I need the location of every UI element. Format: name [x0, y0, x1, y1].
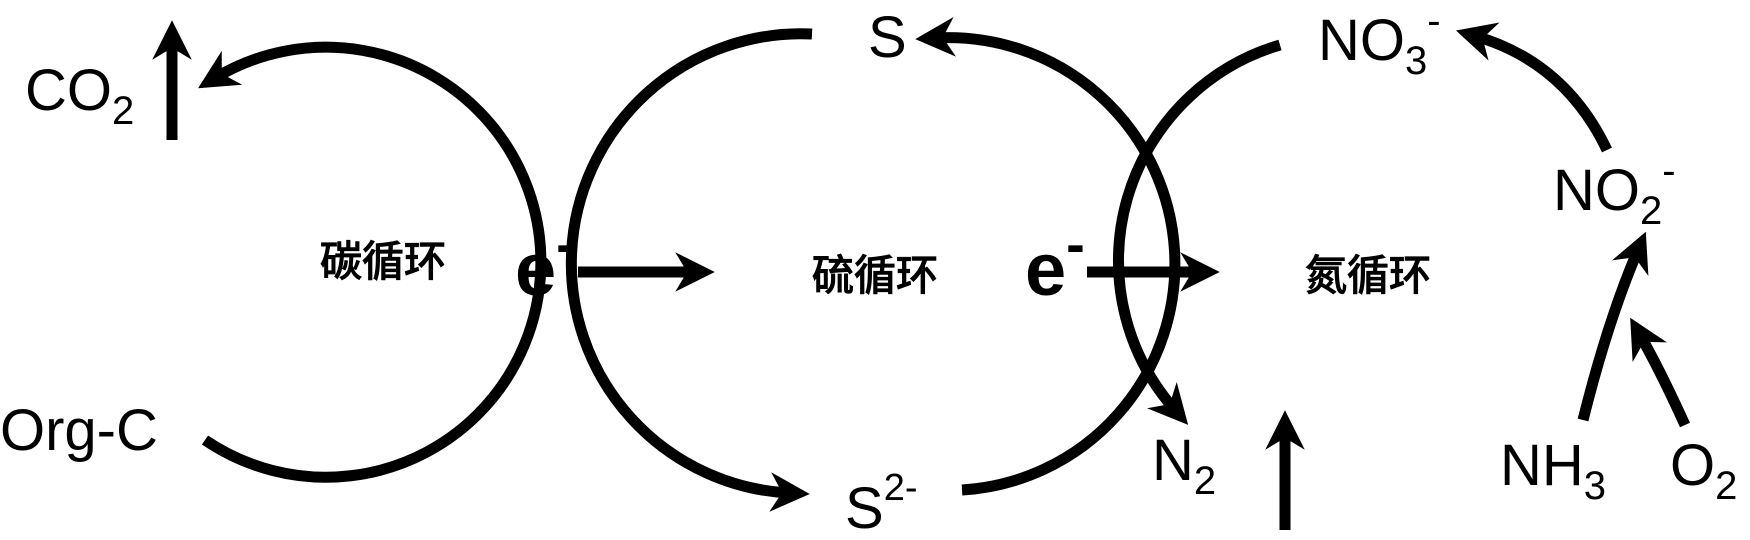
org-c-label: Org-C: [0, 398, 158, 463]
n2-label: N2: [1152, 428, 1216, 503]
sulfur-cycle-label: 硫循环: [812, 251, 938, 300]
nh3-label: NH3: [1500, 433, 1606, 508]
carbon-cycle-label: 碳循环: [320, 237, 446, 286]
ammonia-to-nitrite-arc: [1577, 231, 1649, 422]
nitrogen-cycle-label: 氮循环: [1305, 251, 1431, 300]
electron-label-2: e-: [1025, 212, 1085, 311]
co2-label: CO2: [25, 58, 134, 133]
denitrification-arc: [1113, 39, 1282, 425]
oxygen-input-arc: [1630, 317, 1691, 428]
nitrite-to-nitrate-arc: [1455, 22, 1612, 153]
s-label: S: [868, 5, 907, 70]
sulfur-oxidation-arc: [915, 17, 1181, 496]
o2-label: O2: [1670, 433, 1737, 508]
s2-label: S2-: [845, 467, 917, 540]
sulfur-reduction-arc: [565, 28, 813, 512]
no3-label: NO3-: [1318, 0, 1441, 83]
carbon-cycle-arc: [198, 41, 547, 483]
electron-label-1: e-: [515, 212, 575, 311]
no2-label: NO2-: [1553, 149, 1676, 233]
